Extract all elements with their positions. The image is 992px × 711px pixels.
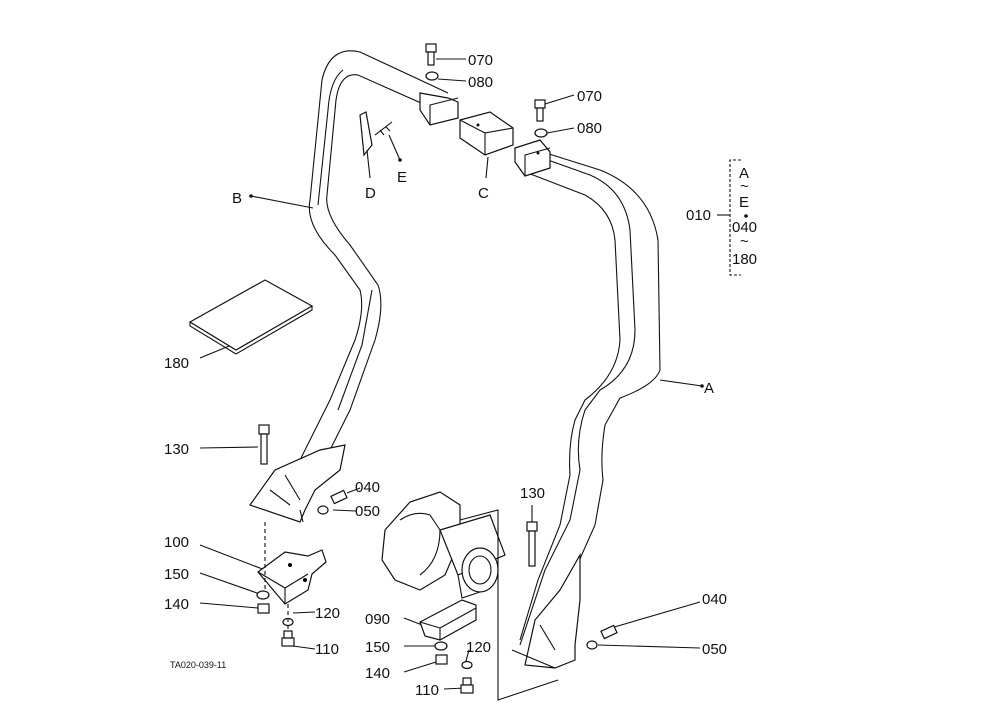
washer-080-left [425,71,439,81]
label-130-left: 130 [164,441,189,458]
group-bracket [717,159,748,276]
bolt-040-right [600,624,618,640]
label-150-left: 150 [164,566,189,583]
label-120-right: 120 [466,639,491,656]
label-e: E [397,169,407,186]
bracket-090 [419,599,477,641]
joint-sleeve-c [459,111,514,156]
right-tube-bracket [511,552,581,669]
label-040-left: 040 [355,479,380,496]
leader-lines [199,58,703,690]
plate-d [359,111,373,157]
label-110-left: 110 [315,641,339,658]
leader-dots [249,158,704,388]
bolt-070-right [534,99,546,122]
bracket-100 [257,549,327,605]
label-120-left: 120 [315,605,340,622]
washer-150-left [256,590,270,600]
tube-end-right [514,139,551,177]
label-090: 090 [365,611,390,628]
label-c: C [478,185,489,202]
bolt-130-right [526,521,538,567]
label-050-left: 050 [355,503,380,520]
label-140-left: 140 [164,596,189,613]
group-item-tilde-1: ~ [740,178,749,195]
label-040-right: 040 [702,591,727,608]
axle-housing [381,491,559,701]
label-180: 180 [164,355,189,372]
label-100: 100 [164,534,189,551]
nut-140-left [257,603,270,614]
label-b: B [232,190,242,207]
bolt-110-left [281,630,295,647]
washer-050-right [586,640,598,650]
washer-150-right [434,641,448,651]
label-140-right: 140 [365,665,390,682]
group-item-180: 180 [732,251,757,268]
frame-tube-a [519,147,661,646]
group-item-a: A [739,165,749,182]
label-070-right: 070 [577,88,602,105]
label-080-left: 080 [468,74,493,91]
group-item-e: E [739,194,749,211]
drawing-code: TA020-039-11 [170,660,226,670]
bolt-110-right [460,677,474,694]
label-050-right: 050 [702,641,727,658]
label-130-right: 130 [520,485,545,502]
label-080-right: 080 [577,120,602,137]
bolt-070-left [425,43,437,66]
pin-e [374,121,393,136]
label-070-left: 070 [468,52,493,69]
tube-end-left [419,92,459,126]
washer-050-left [317,505,329,515]
group-label-010: 010 [686,207,711,224]
washer-120-right [461,660,473,670]
group-item-tilde-2: ~ [740,233,749,250]
manual-180 [188,279,314,355]
label-d: D [365,185,376,202]
bolt-040-left [330,489,348,505]
label-150-right: 150 [365,639,390,656]
label-110-right: 110 [415,682,439,699]
washer-080-right [534,128,548,138]
nut-140-right [435,654,448,665]
left-tube-bracket [249,444,346,523]
label-a: A [704,380,714,397]
bolt-130-left [258,424,270,465]
frame-tube-b [279,50,449,496]
group-item-040: 040 [732,219,757,236]
